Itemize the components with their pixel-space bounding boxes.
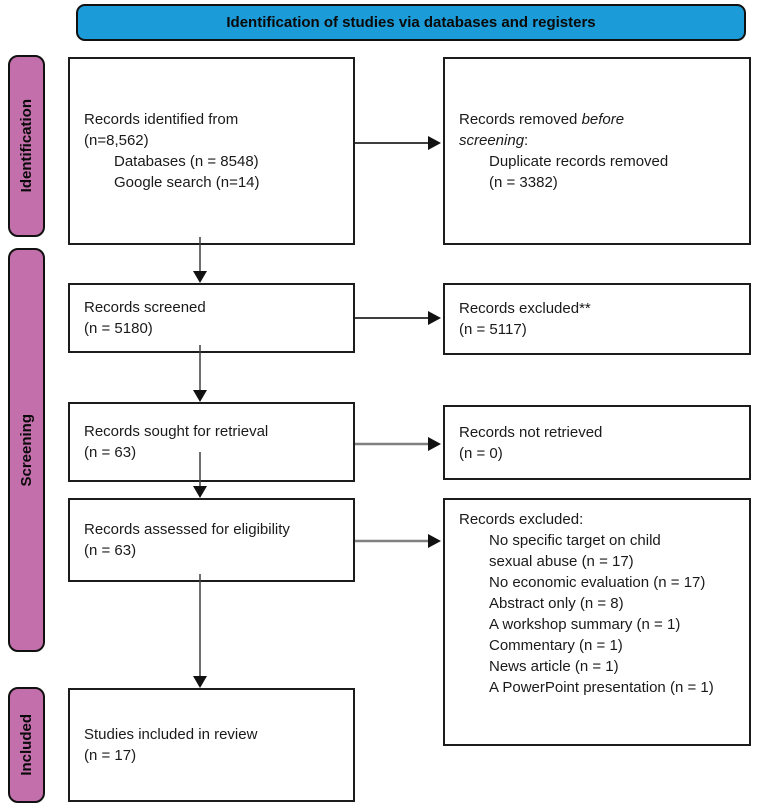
box-text-line: (n = 5180) (84, 320, 153, 337)
box-records-excluded: Records excluded** (n = 5117) (443, 283, 751, 355)
box-text-line: (n = 17) (84, 747, 137, 764)
stage-tab-label: Screening (18, 413, 35, 487)
box-records-screened: Records screened (n = 5180) (68, 283, 355, 353)
arrow-assessed-to-excluded-reasons (355, 534, 441, 548)
box-records-not-retrieved: Records not retrieved (n = 0) (443, 405, 751, 480)
box-text-line: Records not retrieved (459, 423, 603, 441)
stage-tab-included: Included (8, 687, 45, 803)
stage-tab-screening: Screening (8, 248, 45, 652)
box-text-line: (n = 63) (84, 444, 137, 461)
box-text-line: Abstract only (n = 8) (489, 595, 624, 612)
box-text-line: Records assessed for eligibility (84, 521, 290, 538)
arrow-screened-to-sought (193, 345, 207, 402)
box-text-line: A PowerPoint presentation (n = 1) (489, 679, 714, 696)
box-text-line: Records sought for retrieval (84, 423, 269, 440)
box-text-line: No economic evaluation (n = 17) (489, 574, 706, 591)
stage-tab-label: Included (18, 714, 35, 776)
box-records-removed-before-screening: Records removed before screening: Duplicat… (443, 57, 751, 245)
arrow-screened-to-excluded (355, 311, 441, 325)
box-text-line: No specific target on child (489, 532, 661, 549)
box-text-line: Databases (n = 8548) (114, 153, 259, 170)
phase-banner-label: Identification of studies via databases … (226, 14, 596, 31)
box-text-line: Records identified from (84, 111, 239, 128)
box-text-line: Records screened (84, 299, 206, 316)
box-text-line: (n=8,562) (84, 132, 149, 149)
box-text-line: Records excluded: (459, 511, 584, 528)
box-records-identified: Records identified from (n=8,562) Database… (68, 57, 355, 245)
box-records-assessed-for-eligibility: Records assessed for eligibility (n = 63) (68, 498, 355, 582)
stage-tab-label: Identification (18, 99, 35, 193)
phase-banner: Identification of studies via databases … (76, 4, 746, 41)
box-text-line: A workshop summary (n = 1) (489, 616, 681, 633)
box-text-line: sexual abuse (n = 17) (489, 553, 634, 570)
box-text-line: News article (n = 1) (489, 658, 619, 675)
box-text-line: (n = 3382) (489, 174, 558, 191)
box-text-line: Records removed before (459, 111, 625, 128)
box-text-line: Duplicate records removed (489, 153, 669, 170)
stage-tab-identification: Identification (8, 55, 45, 237)
box-text-line: Records excluded** (459, 300, 591, 317)
box-records-excluded-reasons: Records excluded: No specific target on c… (443, 498, 751, 746)
box-text-line: Google search (n=14) (114, 174, 260, 191)
box-text-line: (n = 63) (84, 542, 137, 559)
box-text-line: Studies included in review (84, 726, 258, 743)
arrow-sought-to-not-retrieved (355, 437, 441, 451)
box-records-sought-for-retrieval: Records sought for retrieval (n = 63) (68, 402, 355, 482)
box-text-line: Commentary (n = 1) (489, 637, 623, 654)
arrow-assessed-to-included (193, 574, 207, 688)
box-text-line: (n = 5117) (459, 321, 527, 338)
arrow-identified-to-removed (355, 136, 441, 150)
box-studies-included-in-review: Studies included in review (n = 17) (68, 688, 355, 802)
box-text-line: (n = 0) (459, 444, 503, 462)
box-text-line: screening: (459, 132, 529, 149)
